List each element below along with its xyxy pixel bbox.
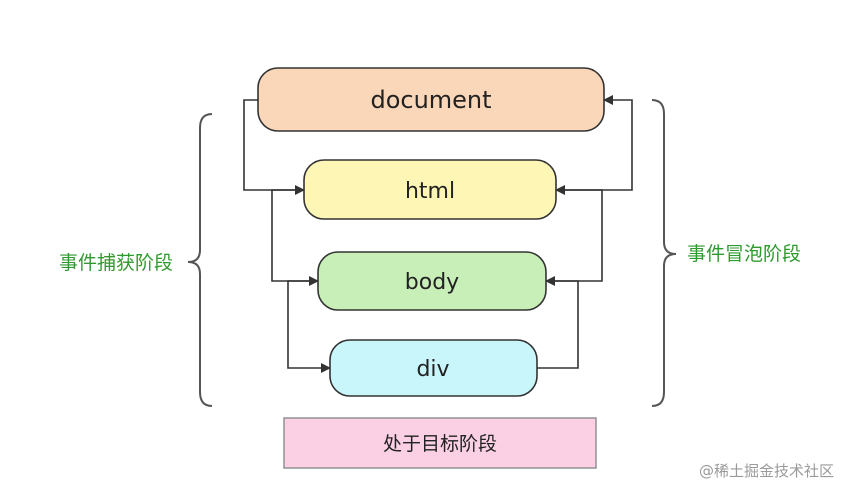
node-div: div (329, 339, 538, 397)
bubble-arrow-html-to-document (556, 95, 633, 191)
bubble-phase-brace (651, 99, 677, 407)
node-div-label: div (416, 357, 449, 382)
node-document-label: document (370, 86, 491, 114)
target-phase-label: 处于目标阶段 (383, 433, 497, 455)
capture-phase-label: 事件捕获阶段 (59, 252, 173, 274)
node-html-label: html (405, 179, 455, 204)
node-body: body (317, 251, 547, 311)
node-document: document (257, 67, 605, 132)
bubble-phase-label: 事件冒泡阶段 (687, 243, 801, 265)
capture-phase-brace (187, 113, 213, 407)
node-html: html (303, 159, 557, 220)
watermark: @稀土掘金技术社区 (699, 462, 834, 480)
target-phase-box: 处于目标阶段 (283, 417, 597, 469)
capture-arrow-body-to-div (287, 280, 331, 373)
node-body-label: body (405, 270, 459, 295)
